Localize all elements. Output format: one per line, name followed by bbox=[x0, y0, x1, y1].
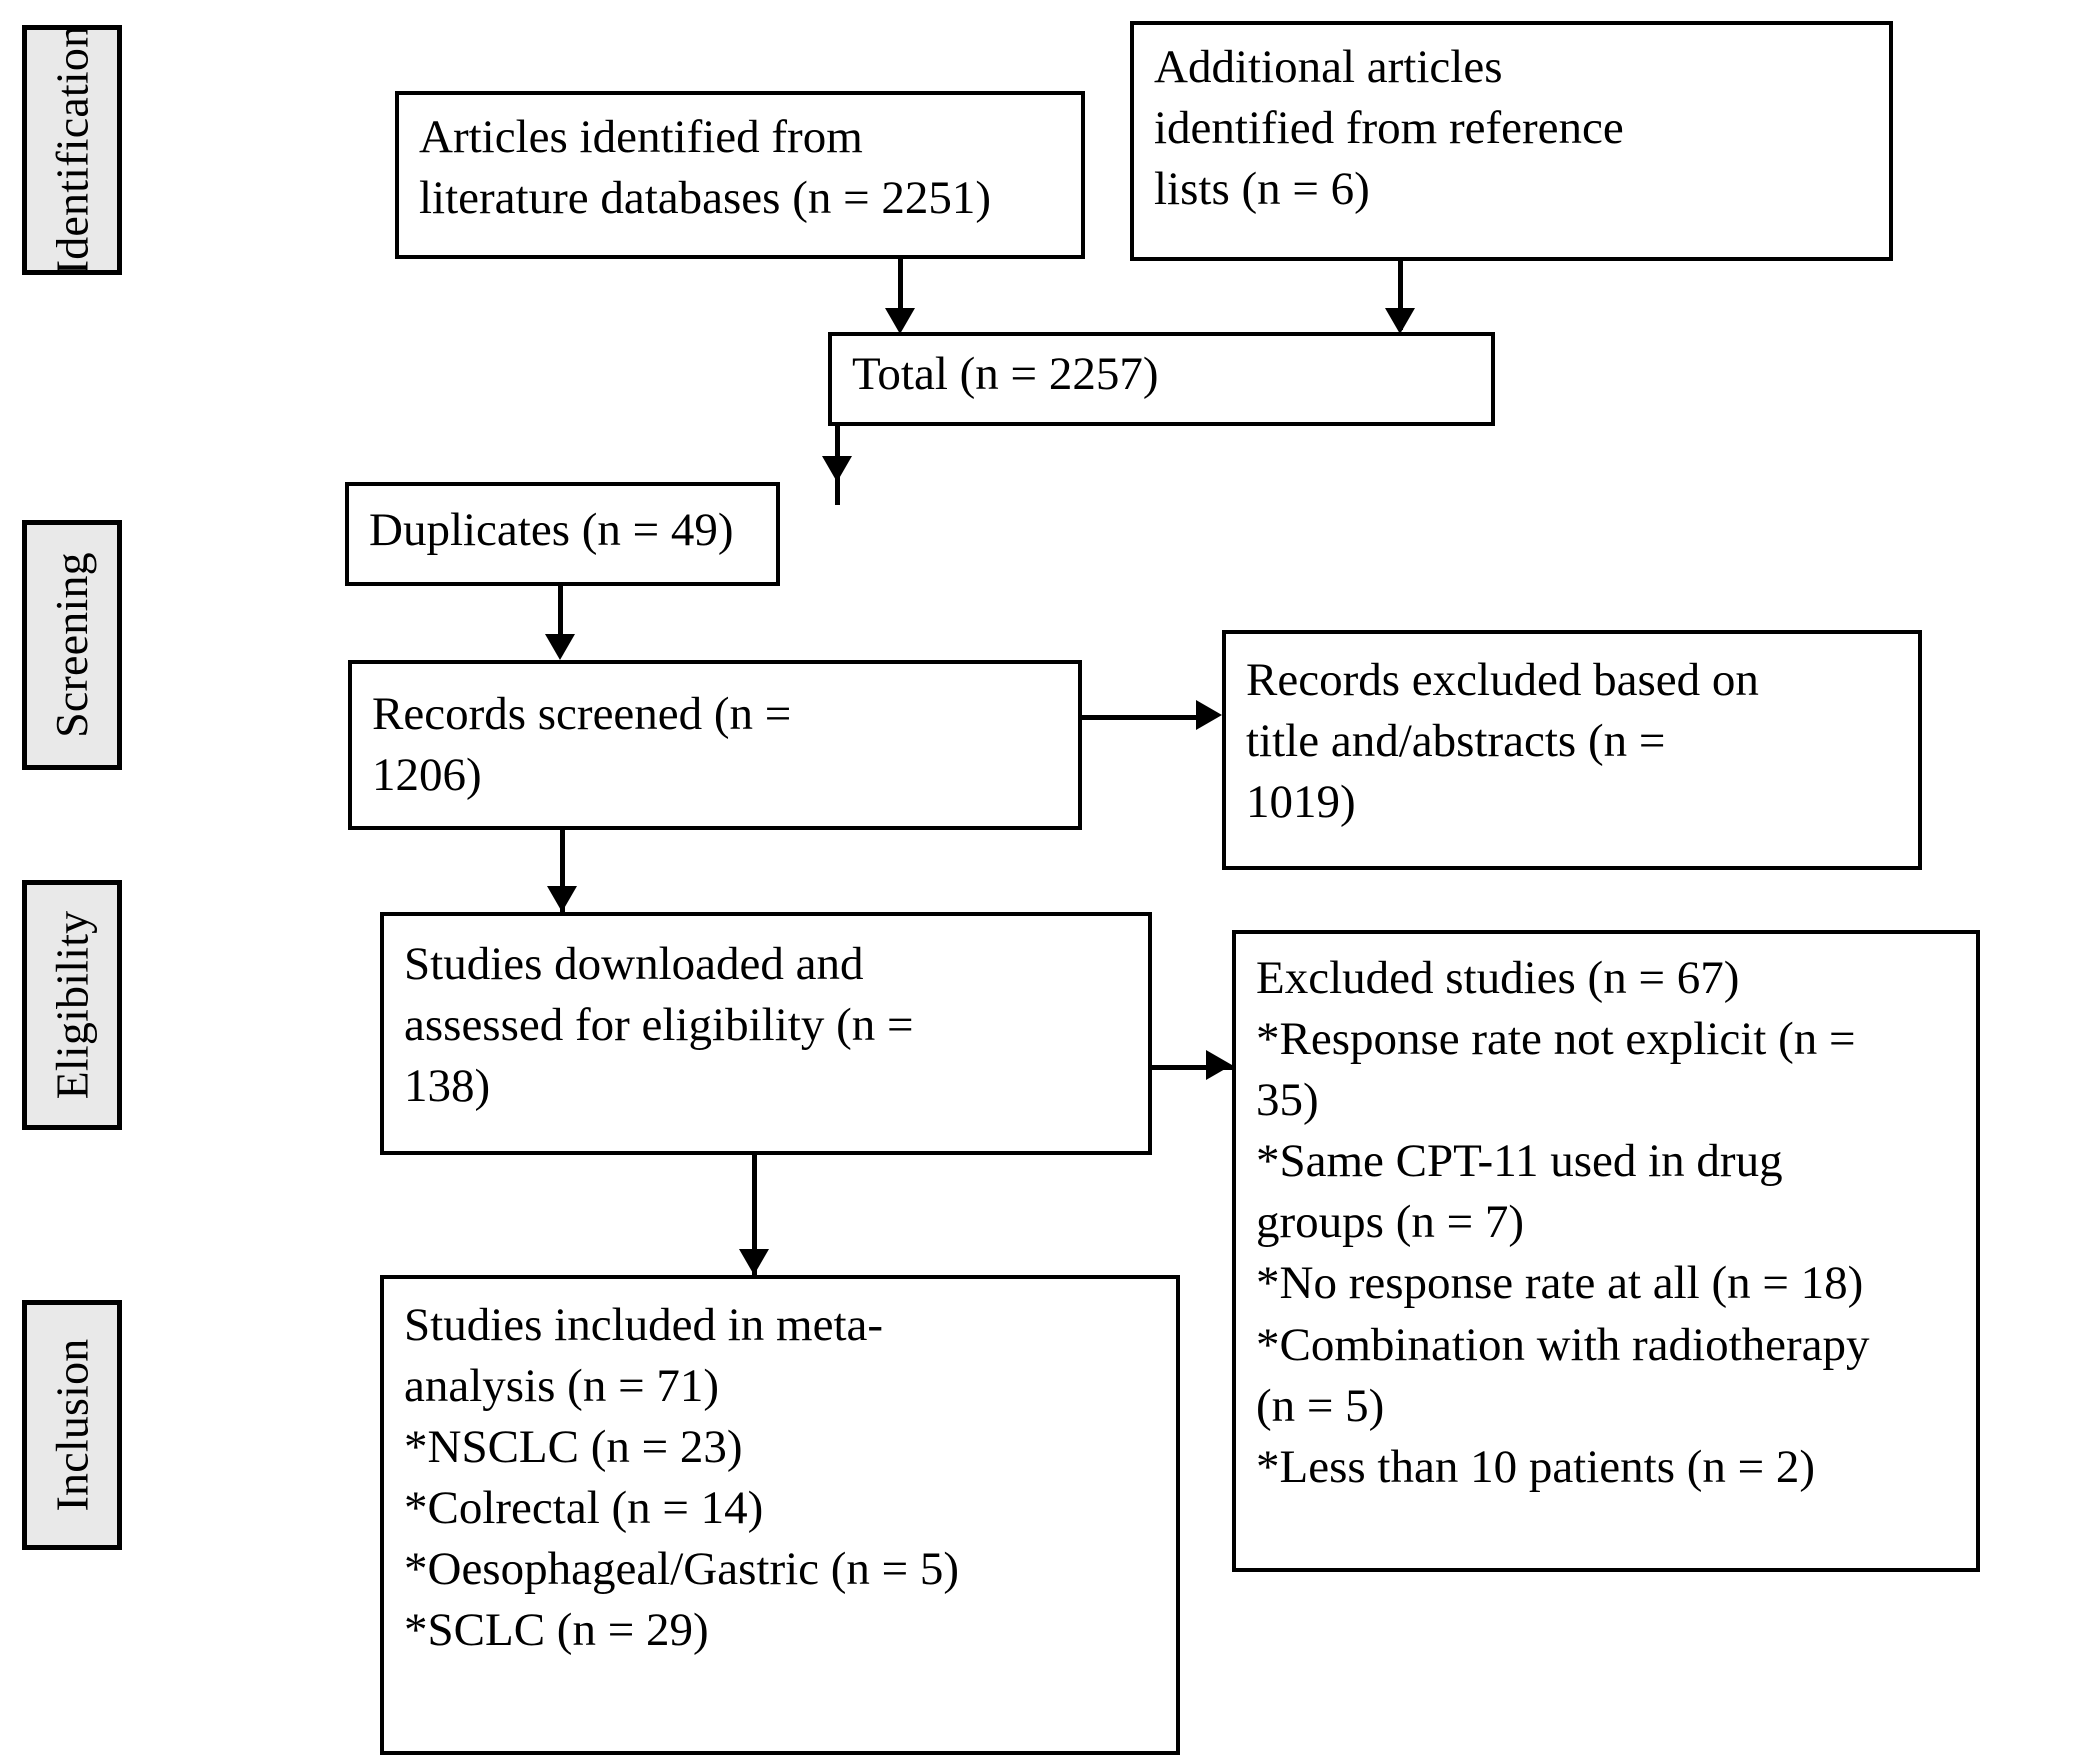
node-studies-downloaded: Studies downloaded and assessed for elig… bbox=[380, 912, 1152, 1155]
stage-label-eligibility: Eligibility bbox=[22, 880, 122, 1130]
connector-duplicates-to-screened bbox=[558, 585, 563, 655]
node-line: *Combination with radiotherapy bbox=[1256, 1318, 1870, 1371]
node-records-screened: Records screened (n = 1206) bbox=[348, 660, 1082, 830]
connector-additional-to-total bbox=[1398, 260, 1403, 330]
node-line: *NSCLC (n = 23) bbox=[404, 1421, 743, 1474]
node-line: 138) bbox=[404, 1060, 491, 1113]
node-line: *Same CPT-11 used in drug bbox=[1256, 1135, 1783, 1188]
connector-downloaded-to-excluded-studies bbox=[1152, 1065, 1248, 1070]
node-line: Studies included in meta- bbox=[404, 1299, 884, 1351]
node-line: title and/abstracts (n = bbox=[1246, 715, 1666, 768]
node-line: analysis (n = 71) bbox=[404, 1360, 719, 1413]
arrowhead-total-to-duplicates bbox=[822, 456, 852, 482]
node-line: groups (n = 7) bbox=[1256, 1196, 1525, 1249]
node-excluded-studies: Excluded studies (n = 67) *Response rate… bbox=[1232, 930, 1980, 1572]
stage-label-eligibility-text: Eligibility bbox=[46, 910, 98, 1100]
connector-screened-to-downloaded bbox=[560, 830, 565, 912]
node-line: *Response rate not explicit (n = bbox=[1256, 1013, 1856, 1066]
arrowhead-articles-to-total bbox=[885, 308, 915, 334]
node-line: Records screened (n = bbox=[372, 688, 792, 740]
node-additional-articles: Additional articles identified from refe… bbox=[1130, 21, 1893, 261]
node-line: Articles identified from bbox=[419, 111, 863, 163]
node-duplicates: Duplicates (n = 49) bbox=[345, 482, 780, 586]
node-line: Studies downloaded and bbox=[404, 938, 864, 990]
node-line: literature databases (n = 2251) bbox=[419, 172, 992, 225]
node-line: Total (n = 2257) bbox=[852, 348, 1159, 400]
stage-label-identification: Identification bbox=[22, 25, 122, 275]
connector-downloaded-to-included bbox=[752, 1155, 757, 1275]
node-line: *Oesophageal/Gastric (n = 5) bbox=[404, 1543, 960, 1596]
arrowhead-screened-to-excluded bbox=[1196, 700, 1222, 730]
stage-label-inclusion: Inclusion bbox=[22, 1300, 122, 1550]
arrowhead-downloaded-to-excluded-studies bbox=[1206, 1050, 1232, 1080]
arrowhead-duplicates-to-screened bbox=[545, 634, 575, 660]
node-line: *Colrectal (n = 14) bbox=[404, 1482, 764, 1535]
node-line: lists (n = 6) bbox=[1154, 163, 1370, 216]
node-line: 1206) bbox=[372, 749, 482, 802]
node-line: 35) bbox=[1256, 1074, 1319, 1127]
arrowhead-additional-to-total bbox=[1385, 308, 1415, 334]
node-line: assessed for eligibility (n = bbox=[404, 999, 914, 1052]
node-line: *No response rate at all (n = 18) bbox=[1256, 1257, 1864, 1310]
arrowhead-screened-to-downloaded bbox=[547, 886, 577, 912]
node-records-excluded: Records excluded based on title and/abst… bbox=[1222, 630, 1922, 870]
node-line: Duplicates (n = 49) bbox=[369, 504, 734, 556]
node-line: Additional articles bbox=[1154, 41, 1503, 93]
connector-screened-to-excluded bbox=[1082, 715, 1210, 720]
node-total: Total (n = 2257) bbox=[828, 332, 1495, 426]
stage-label-screening-text: Screening bbox=[46, 552, 98, 738]
node-line: Excluded studies (n = 67) bbox=[1256, 952, 1740, 1004]
node-line: identified from reference bbox=[1154, 102, 1624, 155]
connector-articles-to-total bbox=[898, 258, 903, 328]
stage-label-identification-text: Identification bbox=[46, 24, 97, 276]
node-articles-identified: Articles identified from literature data… bbox=[395, 91, 1085, 259]
node-line: (n = 5) bbox=[1256, 1379, 1385, 1432]
node-line: 1019) bbox=[1246, 776, 1356, 829]
node-line: *Less than 10 patients (n = 2) bbox=[1256, 1440, 1816, 1493]
stage-label-inclusion-text: Inclusion bbox=[46, 1338, 97, 1512]
node-line: Records excluded based on bbox=[1246, 654, 1759, 706]
node-studies-included: Studies included in meta- analysis (n = … bbox=[380, 1275, 1180, 1755]
arrowhead-downloaded-to-included bbox=[739, 1249, 769, 1275]
stage-label-screening: Screening bbox=[22, 520, 122, 770]
node-line: *SCLC (n = 29) bbox=[404, 1604, 709, 1657]
